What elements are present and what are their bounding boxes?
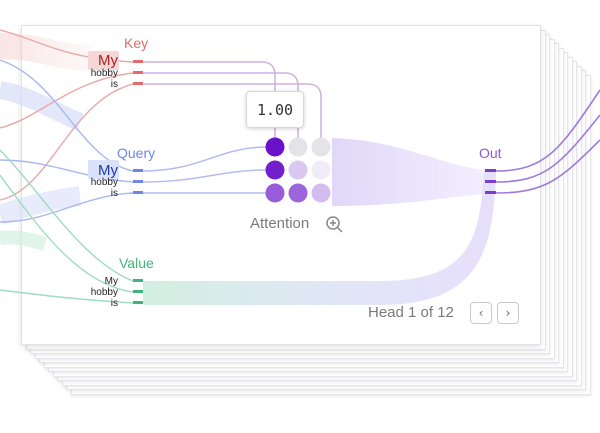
out-markers: [485, 169, 496, 194]
chevron-left-icon: ‹: [478, 306, 484, 320]
query-token-my[interactable]: My: [98, 162, 118, 179]
value-token-hobby[interactable]: hobby: [90, 287, 118, 298]
chevron-right-icon: ›: [505, 306, 511, 320]
query-lines: [142, 146, 267, 194]
key-markers: [133, 60, 143, 85]
attention-cell[interactable]: [265, 160, 285, 180]
attention-cell[interactable]: [311, 160, 331, 180]
attention-cell[interactable]: [288, 183, 308, 203]
prev-head-button[interactable]: ‹: [470, 302, 492, 324]
value-token-my[interactable]: My: [104, 276, 118, 287]
value-label: Value: [119, 255, 154, 271]
key-token-hobby[interactable]: hobby: [90, 68, 118, 79]
query-token-highlight: [88, 160, 119, 179]
attention-to-out-band: [332, 138, 484, 206]
attention-label: Attention: [250, 215, 310, 232]
attention-matrix[interactable]: [265, 137, 331, 203]
incoming-flows: [0, 29, 134, 304]
query-token-hobby[interactable]: hobby: [90, 177, 118, 188]
attention-cell[interactable]: [311, 183, 331, 203]
query-label: Query: [117, 145, 156, 161]
key-label: Key: [124, 35, 149, 51]
query-token-is[interactable]: is: [110, 188, 118, 199]
out-lines: [495, 89, 600, 194]
out-label: Out: [479, 145, 502, 161]
key-token-highlight: [88, 51, 119, 70]
key-lines: [143, 61, 322, 138]
attention-cell[interactable]: [265, 137, 285, 157]
attention-cell[interactable]: [265, 183, 285, 203]
zoom-in-icon[interactable]: [326, 216, 343, 233]
attention-value-tooltip: 1.00: [246, 91, 304, 128]
head-indicator: Head 1 of 12: [368, 304, 454, 321]
attention-cell[interactable]: [288, 160, 308, 180]
key-token-is[interactable]: is: [110, 79, 118, 90]
value-markers: [133, 279, 143, 304]
attention-cell[interactable]: [311, 137, 331, 157]
value-token-is[interactable]: is: [110, 298, 118, 309]
query-markers: [133, 169, 143, 194]
key-token-my[interactable]: My: [98, 52, 118, 69]
next-head-button[interactable]: ›: [497, 302, 519, 324]
attention-cell[interactable]: [288, 137, 308, 157]
value-to-out-band: [143, 170, 496, 305]
